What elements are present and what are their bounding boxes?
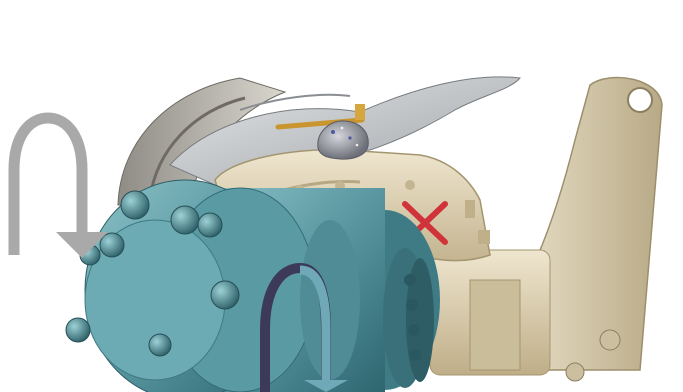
rotation-arrow-grey-icon	[14, 118, 108, 258]
shaft-housing	[430, 250, 550, 375]
